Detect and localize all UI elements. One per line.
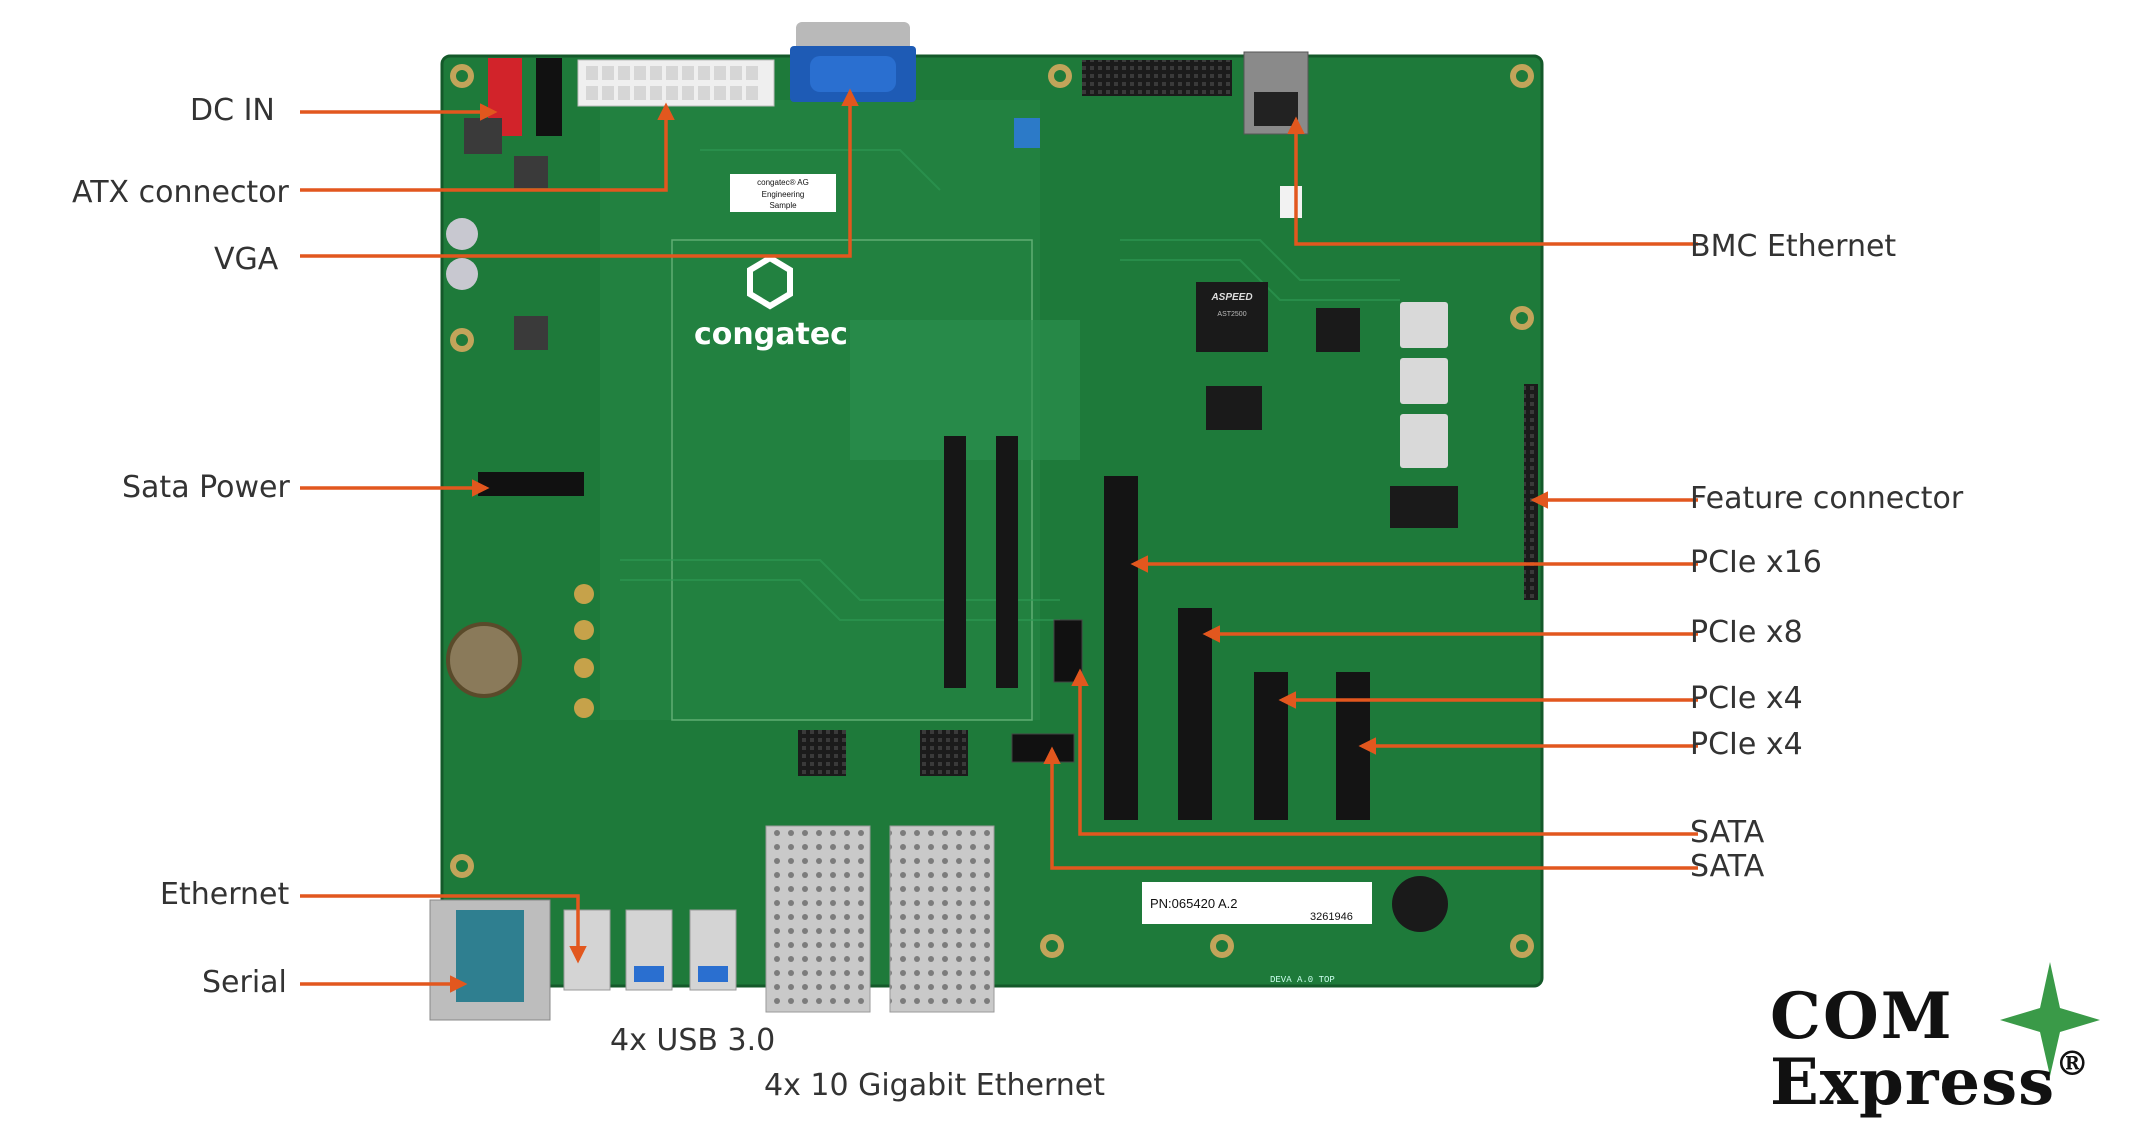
usb-ports bbox=[563, 909, 737, 991]
sfp-cage-a bbox=[765, 825, 871, 1013]
sata-connector-a bbox=[1053, 619, 1083, 683]
mounting-holes bbox=[450, 64, 1534, 958]
callout-arrows bbox=[300, 88, 1698, 993]
pcie-x4-slot-a bbox=[1254, 672, 1288, 820]
label-bmc-ethernet: BMC Ethernet bbox=[1690, 229, 1897, 264]
svg-text:Sample: Sample bbox=[769, 201, 797, 210]
arrow-bmc-ethernet bbox=[1287, 116, 1698, 246]
label-pcie-x16: PCIe x16 bbox=[1690, 545, 1822, 580]
arrow-atx bbox=[300, 102, 675, 192]
pcie-x16-slot bbox=[1104, 476, 1138, 820]
label-serial: Serial bbox=[202, 965, 287, 1000]
svg-text:3261946: 3261946 bbox=[1310, 911, 1353, 923]
logo-express: Express bbox=[1770, 1045, 2056, 1120]
svg-text:Engineering: Engineering bbox=[762, 190, 805, 199]
svg-text:AST2500: AST2500 bbox=[1217, 311, 1246, 318]
part-number-label: PN:065420 A.2 3261946 bbox=[1142, 882, 1372, 924]
logo-registered: ® bbox=[2055, 1044, 2091, 1084]
atx-connector bbox=[577, 59, 775, 107]
rtc-battery bbox=[446, 622, 522, 698]
pcie-x8-slot bbox=[1178, 608, 1212, 820]
svg-text:DEVA A.0 TOP: DEVA A.0 TOP bbox=[1270, 975, 1335, 985]
sfp-cage-b bbox=[889, 825, 995, 1013]
sata-connector-b bbox=[1011, 733, 1075, 763]
pin-header bbox=[1082, 60, 1232, 96]
com-express-star-icon bbox=[2000, 962, 2100, 1076]
vga-connector bbox=[790, 22, 916, 102]
congatec-logo: congatec bbox=[694, 254, 848, 352]
label-pcie-x4-b: PCIe x4 bbox=[1690, 727, 1803, 762]
com-express-connector-b bbox=[996, 436, 1018, 688]
svg-text:PN:065420 A.2: PN:065420 A.2 bbox=[1150, 896, 1237, 911]
label-usb: 4x USB 3.0 bbox=[610, 1023, 776, 1058]
feature-connector bbox=[1524, 384, 1538, 600]
sata-power-connector bbox=[478, 472, 584, 496]
label-vga: VGA bbox=[214, 242, 279, 277]
logo-line2: Express® bbox=[1770, 1047, 2090, 1115]
label-10gbe: 4x 10 Gigabit Ethernet bbox=[764, 1068, 1106, 1103]
label-feature-connector: Feature connector bbox=[1690, 481, 1964, 516]
arrow-ethernet bbox=[300, 894, 587, 964]
aspeed-bmc-chip: ASPEED AST2500 bbox=[1196, 282, 1268, 352]
arrow-sata-a bbox=[1071, 668, 1698, 836]
buzzer bbox=[1392, 876, 1448, 932]
label-atx-connector: ATX connector bbox=[72, 175, 289, 210]
com-express-connector-a bbox=[944, 436, 966, 688]
serial-connector bbox=[429, 899, 551, 1021]
svg-text:congatec: congatec bbox=[694, 317, 848, 352]
label-ethernet: Ethernet bbox=[160, 877, 290, 912]
label-pcie-x4-a: PCIe x4 bbox=[1690, 681, 1803, 716]
label-dc-in: DC IN bbox=[190, 93, 275, 128]
label-sata-power: Sata Power bbox=[122, 470, 290, 505]
engineering-sample-sticker: congatec® AG Engineering Sample bbox=[730, 174, 836, 212]
logo-line1: COM bbox=[1770, 979, 1954, 1054]
arrow-vga bbox=[300, 88, 859, 258]
svg-text:ASPEED: ASPEED bbox=[1210, 292, 1252, 303]
com-express-logo: COM Express® bbox=[1770, 985, 2090, 1115]
label-sata-a: SATA bbox=[1690, 815, 1765, 850]
label-pcie-x8: PCIe x8 bbox=[1690, 615, 1803, 650]
arrow-sata-b bbox=[1043, 746, 1698, 870]
svg-text:congatec® AG: congatec® AG bbox=[757, 178, 809, 187]
label-sata-b: SATA bbox=[1690, 849, 1765, 884]
